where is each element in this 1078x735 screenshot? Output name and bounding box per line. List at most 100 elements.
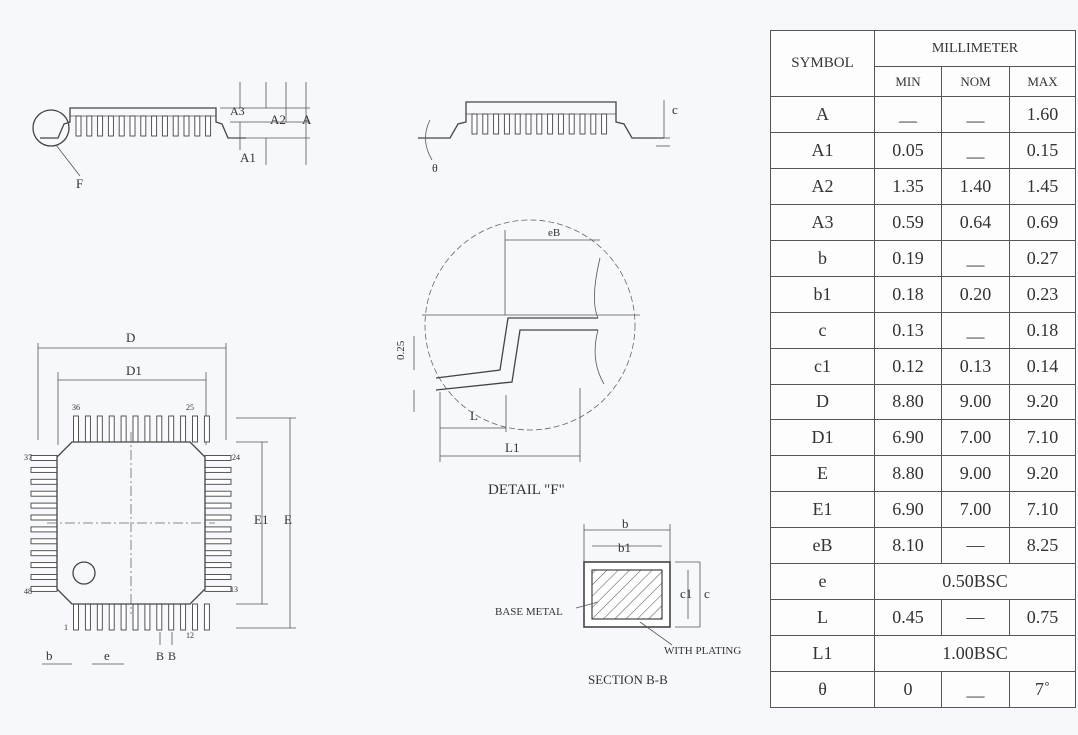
bottom-pin <box>108 603 115 631</box>
right-pin <box>204 455 232 461</box>
section-bb: b b1 c1 c BASE METAL WITH PLATING SECTIO… <box>495 516 741 687</box>
label-a2: A2 <box>270 112 286 127</box>
cell-min: 0.05 <box>874 131 942 169</box>
side-lead <box>97 115 104 137</box>
label-l: L <box>470 408 478 423</box>
side-lead <box>590 113 597 135</box>
cell-sym: b1 <box>770 275 875 313</box>
bottom-pin <box>84 603 91 631</box>
cell-nom: 7.00 <box>941 491 1010 529</box>
top-pin <box>144 415 151 443</box>
left-pin <box>30 478 58 485</box>
right-pin <box>204 514 232 521</box>
cell-nom: __ <box>941 311 1010 349</box>
cell-sym: E1 <box>770 491 875 529</box>
cell-min: 8.80 <box>874 455 942 493</box>
cell-nom: __ <box>941 239 1010 277</box>
detail-f-circle <box>32 109 70 147</box>
label-section-b1: b1 <box>618 540 631 555</box>
side-lead <box>75 115 82 137</box>
right-pin <box>204 466 232 473</box>
label-pin36: 36 <box>72 403 80 412</box>
cell-min: 6.90 <box>874 491 942 529</box>
top-pin <box>108 415 115 443</box>
top-pin <box>84 415 91 443</box>
cell-min: 0 <box>874 671 942 708</box>
section-bb-caption: SECTION B-B <box>588 672 668 687</box>
bottom-pin <box>180 603 187 631</box>
side-lead <box>129 115 136 137</box>
label-e: E <box>284 512 292 527</box>
bottom-pin <box>96 603 103 631</box>
bottom-pin <box>203 603 210 631</box>
label-b-section-2: B <box>168 649 176 663</box>
left-pin <box>30 455 58 461</box>
cell-nom: __ <box>941 671 1010 708</box>
top-pin <box>192 415 198 443</box>
cell-span: 0.50BSC <box>874 563 1076 601</box>
table-row: A____1.60 <box>770 96 1076 133</box>
label-pin1: 1 <box>64 623 68 632</box>
cell-max: 9.20 <box>1009 455 1076 493</box>
side-lead <box>525 113 532 135</box>
top-pin <box>156 415 163 443</box>
left-pin <box>30 466 58 473</box>
top-pin <box>96 415 103 443</box>
detail-f-caption: DETAIL "F" <box>488 482 565 498</box>
cell-sym: A2 <box>770 167 875 205</box>
side-lead <box>568 113 575 135</box>
cell-min: 6.90 <box>874 419 942 457</box>
cell-sym: E <box>770 455 875 493</box>
cell-sym: D <box>770 383 875 421</box>
cell-sym: eB <box>770 527 875 565</box>
label-section-b: b <box>622 516 629 531</box>
cell-nom: 0.20 <box>941 275 1010 313</box>
cell-span: 1.00BSC <box>874 635 1076 672</box>
right-pin <box>204 562 232 569</box>
cell-nom: — <box>941 527 1010 565</box>
side-lead <box>557 113 564 135</box>
left-pin <box>30 574 58 580</box>
bottom-pin <box>192 603 198 631</box>
header-max: MAX <box>1009 66 1076 97</box>
cell-sym: b <box>770 239 875 277</box>
top-pin <box>120 415 127 443</box>
cell-min: 8.80 <box>874 383 942 421</box>
cell-nom: __ <box>941 96 1010 133</box>
label-e-pitch: e <box>104 648 110 663</box>
label-e1: E1 <box>254 512 268 527</box>
left-pin <box>30 585 58 592</box>
left-pin <box>30 562 58 569</box>
side-lead <box>140 115 147 137</box>
label-b-section-1: B <box>156 649 164 663</box>
cell-max: 1.45 <box>1009 167 1076 205</box>
cell-nom: 9.00 <box>941 455 1010 493</box>
label-025: 0.25 <box>395 340 407 360</box>
right-pin <box>204 490 232 497</box>
left-pin <box>30 502 58 509</box>
side-lead <box>493 113 500 135</box>
header-min: MIN <box>874 66 942 97</box>
cell-sym: D1 <box>770 419 875 457</box>
bottom-pin <box>132 603 139 631</box>
label-with-plating: WITH PLATING <box>664 645 741 657</box>
side-lead <box>107 115 114 137</box>
label-pin37: 37 <box>24 453 32 462</box>
cell-max: 0.69 <box>1009 203 1076 241</box>
bottom-pin <box>168 603 175 631</box>
header-millimeter: MILLIMETER <box>874 30 1076 67</box>
left-pin <box>30 550 58 557</box>
cell-sym: A3 <box>770 203 875 241</box>
right-pin <box>204 478 232 485</box>
side-lead <box>471 113 478 135</box>
label-section-c1: c1 <box>680 586 692 601</box>
